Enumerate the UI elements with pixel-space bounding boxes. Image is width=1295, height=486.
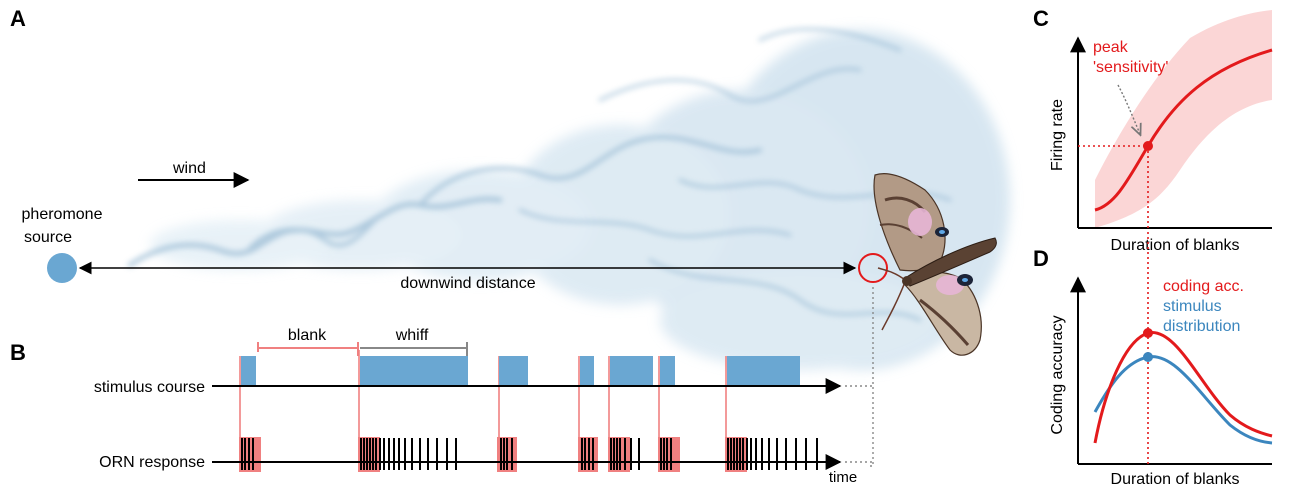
whiff-bracket — [360, 342, 468, 356]
stimulus-whiffs — [241, 356, 800, 386]
detection-dotted-link — [870, 284, 874, 467]
c-x-label: Duration of blanks — [1111, 237, 1240, 254]
wind-label: wind — [172, 160, 206, 177]
legend-coding-acc: coding acc. — [1163, 278, 1244, 295]
d-x-label: Duration of blanks — [1111, 471, 1240, 486]
panel-b-letter: B — [10, 340, 26, 365]
panel-a: A wind pheromone source — [10, 6, 1010, 467]
c-annotation-line1: peak — [1093, 39, 1129, 56]
orn-spike-train — [241, 438, 818, 470]
blank-label: blank — [288, 327, 327, 344]
panel-c-letter: C — [1033, 6, 1049, 31]
legend-stimulus-line1: stimulus — [1163, 298, 1222, 315]
firing-rate-curve — [1094, 48, 1273, 212]
onset-lines — [239, 350, 727, 462]
moth-illustration — [873, 173, 997, 356]
coding-accuracy-peak — [1143, 328, 1153, 338]
source-label-line1: pheromone — [22, 206, 103, 223]
legend-stimulus-line2: distribution — [1163, 318, 1240, 335]
source-label-line2: source — [24, 229, 72, 246]
stimulus-label: stimulus course — [94, 379, 205, 396]
panel-d: D coding acc. stimulus distribution Codi… — [1033, 232, 1273, 486]
orn-label: ORN response — [99, 454, 205, 471]
smoke-wisps — [127, 27, 952, 322]
panel-d-letter: D — [1033, 246, 1049, 271]
sensitivity-pointer-arrow — [1117, 84, 1140, 134]
distance-label: downwind distance — [400, 275, 535, 292]
stimulus-distribution-curve — [1093, 355, 1273, 445]
firing-rate-uncertainty-band — [1095, 10, 1272, 228]
panel-a-letter: A — [10, 6, 26, 31]
time-label: time — [829, 469, 857, 486]
distribution-peak — [1143, 352, 1153, 362]
panel-b: B blank whiff stimulus course — [10, 327, 873, 486]
detection-circle — [858, 253, 888, 283]
coding-accuracy-curve — [1093, 331, 1273, 444]
c-y-label: Firing rate — [1049, 99, 1066, 171]
c-annotation-line2: 'sensitivity' — [1093, 59, 1168, 76]
d-y-label: Coding accuracy — [1049, 315, 1066, 434]
whiff-label: whiff — [395, 327, 429, 344]
pheromone-source-dot — [47, 253, 77, 283]
panel-c: C peak 'sensitivity' Firing rate Duratio… — [1033, 6, 1273, 254]
blank-bracket — [257, 342, 359, 356]
peak-sensitivity-point — [1143, 141, 1153, 151]
